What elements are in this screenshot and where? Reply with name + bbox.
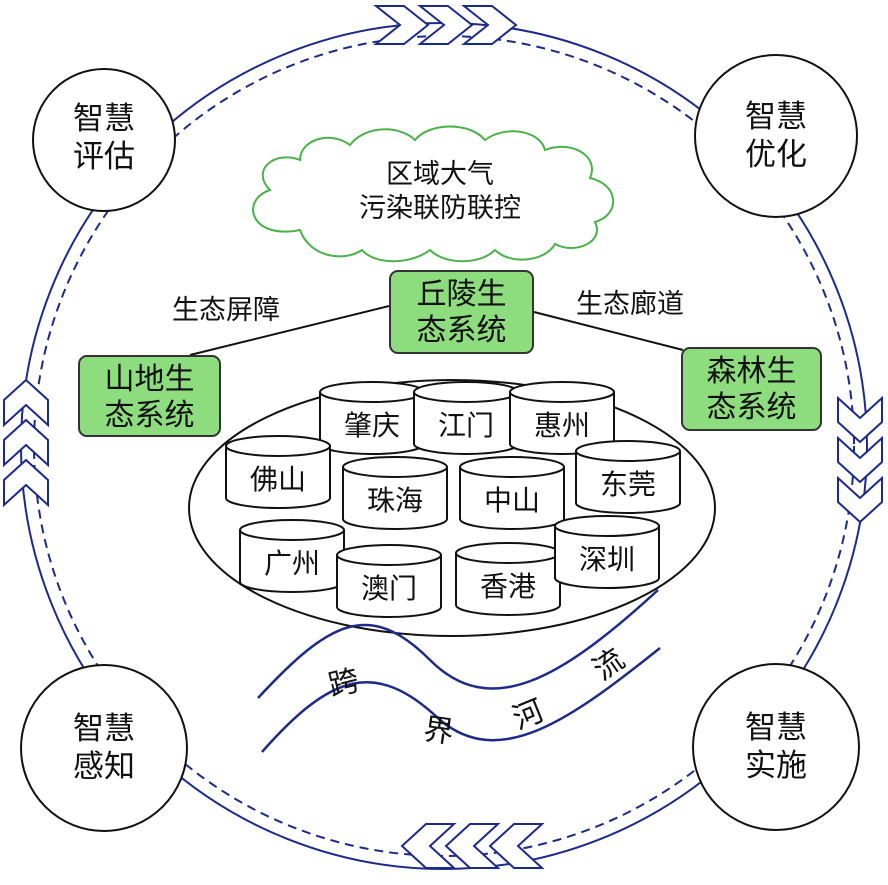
corner-text-line: 优化 bbox=[745, 137, 807, 173]
corner-text-line: 实施 bbox=[745, 748, 807, 784]
city-cylinder bbox=[319, 381, 425, 455]
corner-circle-top-left bbox=[32, 68, 176, 212]
city-label: 广州 bbox=[263, 547, 320, 580]
city-cylinder bbox=[413, 381, 519, 455]
left-chevron-arrows bbox=[3, 378, 49, 508]
box-text-line: 丘陵生 bbox=[416, 277, 507, 312]
corner-circle-bottom-right bbox=[692, 663, 860, 831]
right-chevron-arrows bbox=[837, 395, 883, 524]
corner-text-line: 感知 bbox=[73, 749, 135, 785]
bottom-chevron-arrows bbox=[400, 823, 545, 869]
city-cylinder bbox=[455, 542, 561, 616]
corridor-line bbox=[533, 311, 684, 351]
corner-label-evaluate: 智慧 评估 bbox=[39, 100, 169, 176]
box-text-line: 山地生 bbox=[104, 362, 195, 397]
cloud-shape bbox=[252, 125, 615, 263]
city-label: 佛山 bbox=[249, 463, 306, 496]
city-label: 东莞 bbox=[599, 468, 656, 501]
city-label: 深圳 bbox=[578, 543, 635, 576]
river-bank-upper bbox=[257, 589, 659, 699]
corner-circle-bottom-left bbox=[20, 664, 188, 832]
city-label: 香港 bbox=[479, 570, 536, 603]
cloud-label: 区域大气 污染联防联控 bbox=[310, 158, 570, 226]
box-text-line: 态系统 bbox=[416, 313, 507, 348]
city-cylinder bbox=[509, 381, 615, 455]
city-label: 肇庆 bbox=[343, 409, 400, 442]
river-char-2: 界 bbox=[421, 712, 456, 751]
corner-label-implement: 智慧 实施 bbox=[711, 709, 841, 785]
top-chevron-arrows bbox=[373, 5, 518, 45]
city-cylinder bbox=[342, 456, 448, 530]
cloud-text-line: 污染联防联控 bbox=[359, 193, 521, 224]
box-text-line: 态系统 bbox=[706, 390, 797, 425]
inner-dashed-ring bbox=[33, 35, 855, 857]
box-text-line: 态系统 bbox=[104, 398, 195, 433]
city-cylinder bbox=[225, 435, 331, 509]
barrier-line bbox=[189, 305, 390, 356]
corner-label-sense: 智慧 感知 bbox=[39, 710, 169, 786]
corner-circle-top-right bbox=[694, 54, 858, 218]
river-bank-lower bbox=[261, 647, 661, 753]
city-label: 澳门 bbox=[360, 572, 417, 605]
corner-text-line: 智慧 bbox=[745, 99, 807, 135]
corner-text-line: 智慧 bbox=[73, 101, 135, 137]
corner-text-line: 智慧 bbox=[73, 711, 135, 747]
forest-ecosystem-box: 森林生 态系统 bbox=[681, 347, 822, 431]
corner-label-optimize: 智慧 优化 bbox=[711, 98, 841, 174]
city-cylinder bbox=[336, 544, 442, 618]
corner-text-line: 评估 bbox=[73, 139, 135, 175]
city-label: 惠州 bbox=[533, 409, 590, 442]
ecological-corridor-label: 生态廊道 bbox=[576, 289, 684, 320]
box-text-line: 森林生 bbox=[706, 354, 797, 389]
city-cylinder bbox=[554, 515, 660, 589]
corner-text-line: 智慧 bbox=[745, 710, 807, 746]
cloud-text-line: 区域大气 bbox=[386, 159, 494, 190]
mountain-ecosystem-box: 山地生 态系统 bbox=[78, 355, 221, 437]
city-label: 中山 bbox=[483, 484, 540, 517]
hill-ecosystem-box: 丘陵生 态系统 bbox=[389, 270, 534, 354]
city-label: 江门 bbox=[437, 409, 494, 442]
city-label: 珠海 bbox=[366, 484, 423, 517]
city-cylinder bbox=[575, 440, 681, 514]
ecological-barrier-label: 生态屏障 bbox=[172, 295, 280, 326]
